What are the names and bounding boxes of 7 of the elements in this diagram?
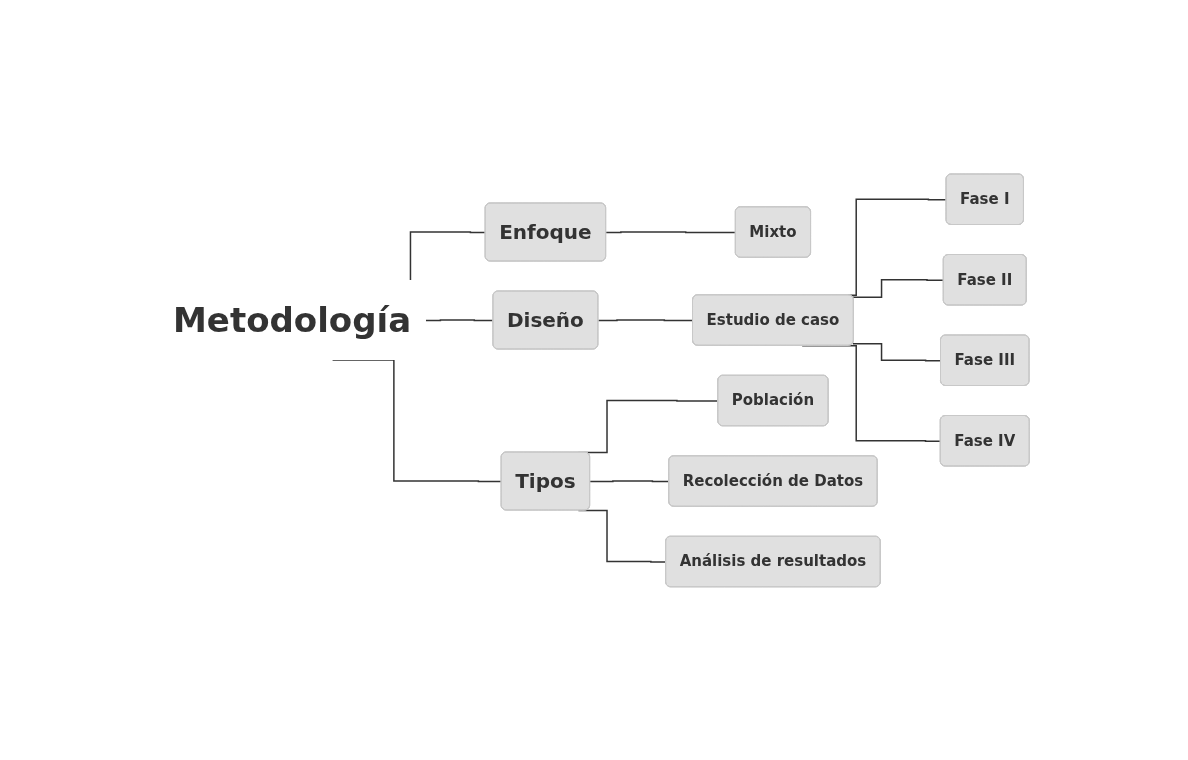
connector: [851, 342, 942, 362]
connector: [851, 278, 945, 298]
connector: [801, 344, 942, 442]
node-text: Metodología: [172, 299, 412, 340]
connector: [589, 479, 670, 482]
connector: [605, 230, 737, 233]
connector: [597, 318, 694, 321]
